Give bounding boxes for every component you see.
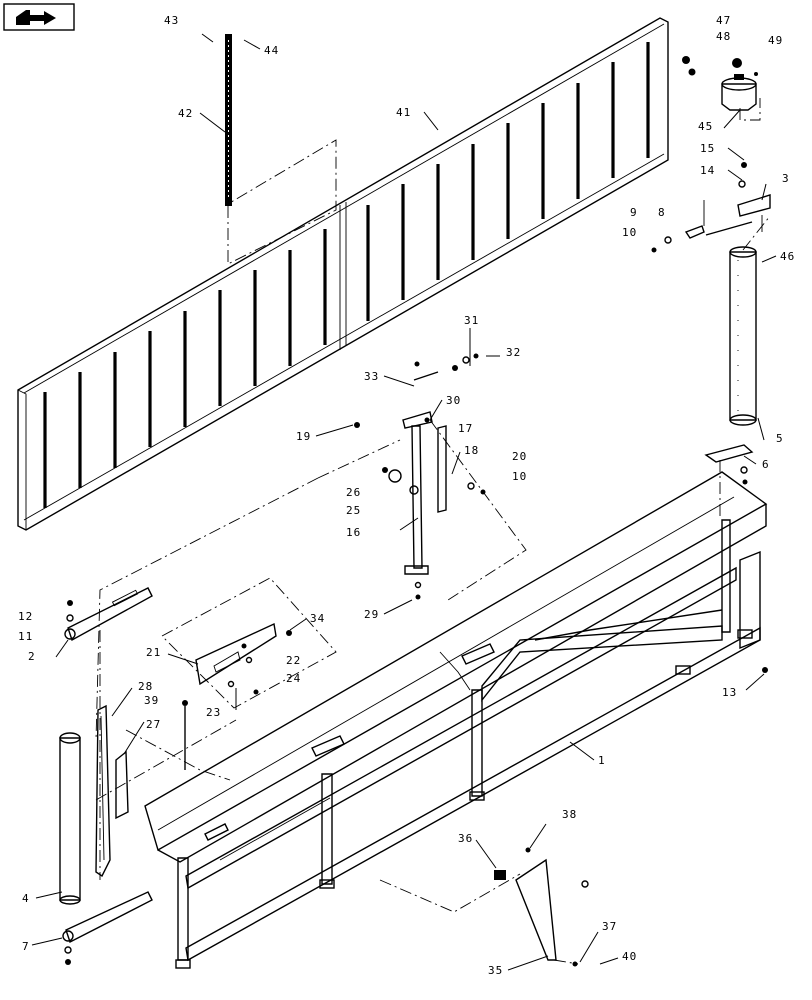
callout-14: 14	[700, 164, 715, 177]
callout-labels: 43 44 42 41 47 48 49 45 15 14 3 9 8 10 4…	[18, 14, 795, 977]
callout-27: 27	[146, 718, 161, 731]
callout-43: 43	[164, 14, 179, 27]
callout-30: 30	[446, 394, 461, 407]
callout-22: 22	[286, 654, 301, 667]
strap-2	[64, 587, 153, 642]
callout-48: 48	[716, 30, 731, 43]
callout-11: 11	[18, 630, 33, 643]
main-frame-1	[144, 471, 768, 969]
callout-1: 1	[598, 754, 606, 767]
callout-3: 3	[782, 172, 790, 185]
callout-28: 28	[138, 680, 153, 693]
callout-2: 2	[28, 650, 36, 663]
callout-23: 23	[206, 706, 221, 719]
callout-45: 45	[698, 120, 713, 133]
callout-46: 46	[780, 250, 795, 263]
callout-42: 42	[178, 107, 193, 120]
cylinder-4	[59, 732, 81, 905]
callout-24: 24	[286, 672, 301, 685]
callout-8: 8	[658, 206, 666, 219]
side-panel-41	[17, 17, 669, 531]
callout-10: 10	[622, 226, 637, 239]
callout-26: 26	[346, 486, 361, 499]
seal-28	[95, 704, 111, 878]
callout-20: 20	[512, 450, 527, 463]
cylinder-5	[704, 246, 757, 485]
strap-7	[62, 891, 153, 965]
callout-9: 9	[630, 206, 638, 219]
callout-18: 18	[464, 444, 479, 457]
bracket-3-hardware	[651, 162, 771, 253]
callout-10: 10	[512, 470, 527, 483]
callout-33: 33	[364, 370, 379, 383]
callout-41: 41	[396, 106, 411, 119]
callout-47: 47	[716, 14, 731, 27]
next-page-arrow-icon[interactable]	[3, 3, 75, 31]
callout-17: 17	[458, 422, 473, 435]
motor-45	[682, 56, 758, 111]
panel-ribs	[43, 42, 650, 508]
callout-36: 36	[458, 832, 473, 845]
gusset-35	[494, 847, 589, 967]
callout-19: 19	[296, 430, 311, 443]
callout-6: 6	[762, 458, 770, 471]
callout-49: 49	[768, 34, 783, 47]
callout-12: 12	[18, 610, 33, 623]
callout-37: 37	[602, 920, 617, 933]
callout-16: 16	[346, 526, 361, 539]
callout-21: 21	[146, 646, 161, 659]
strut-16	[354, 353, 486, 600]
callout-34: 34	[310, 612, 325, 625]
callout-15: 15	[700, 142, 715, 155]
callout-32: 32	[506, 346, 521, 359]
assembly-lines	[95, 98, 771, 965]
callout-7: 7	[22, 940, 30, 953]
pad-27	[115, 750, 129, 820]
callout-4: 4	[22, 892, 30, 905]
callout-5: 5	[776, 432, 784, 445]
callout-13: 13	[722, 686, 737, 699]
callout-40: 40	[622, 950, 637, 963]
rod-42	[225, 34, 232, 206]
callout-29: 29	[364, 608, 379, 621]
callout-39: 39	[144, 694, 159, 707]
bracket-21	[182, 622, 292, 770]
callout-44: 44	[264, 44, 279, 57]
callout-35: 35	[488, 964, 503, 977]
callout-25: 25	[346, 504, 361, 517]
callout-38: 38	[562, 808, 577, 821]
leader-lines	[31, 33, 777, 971]
callout-31: 31	[464, 314, 479, 327]
